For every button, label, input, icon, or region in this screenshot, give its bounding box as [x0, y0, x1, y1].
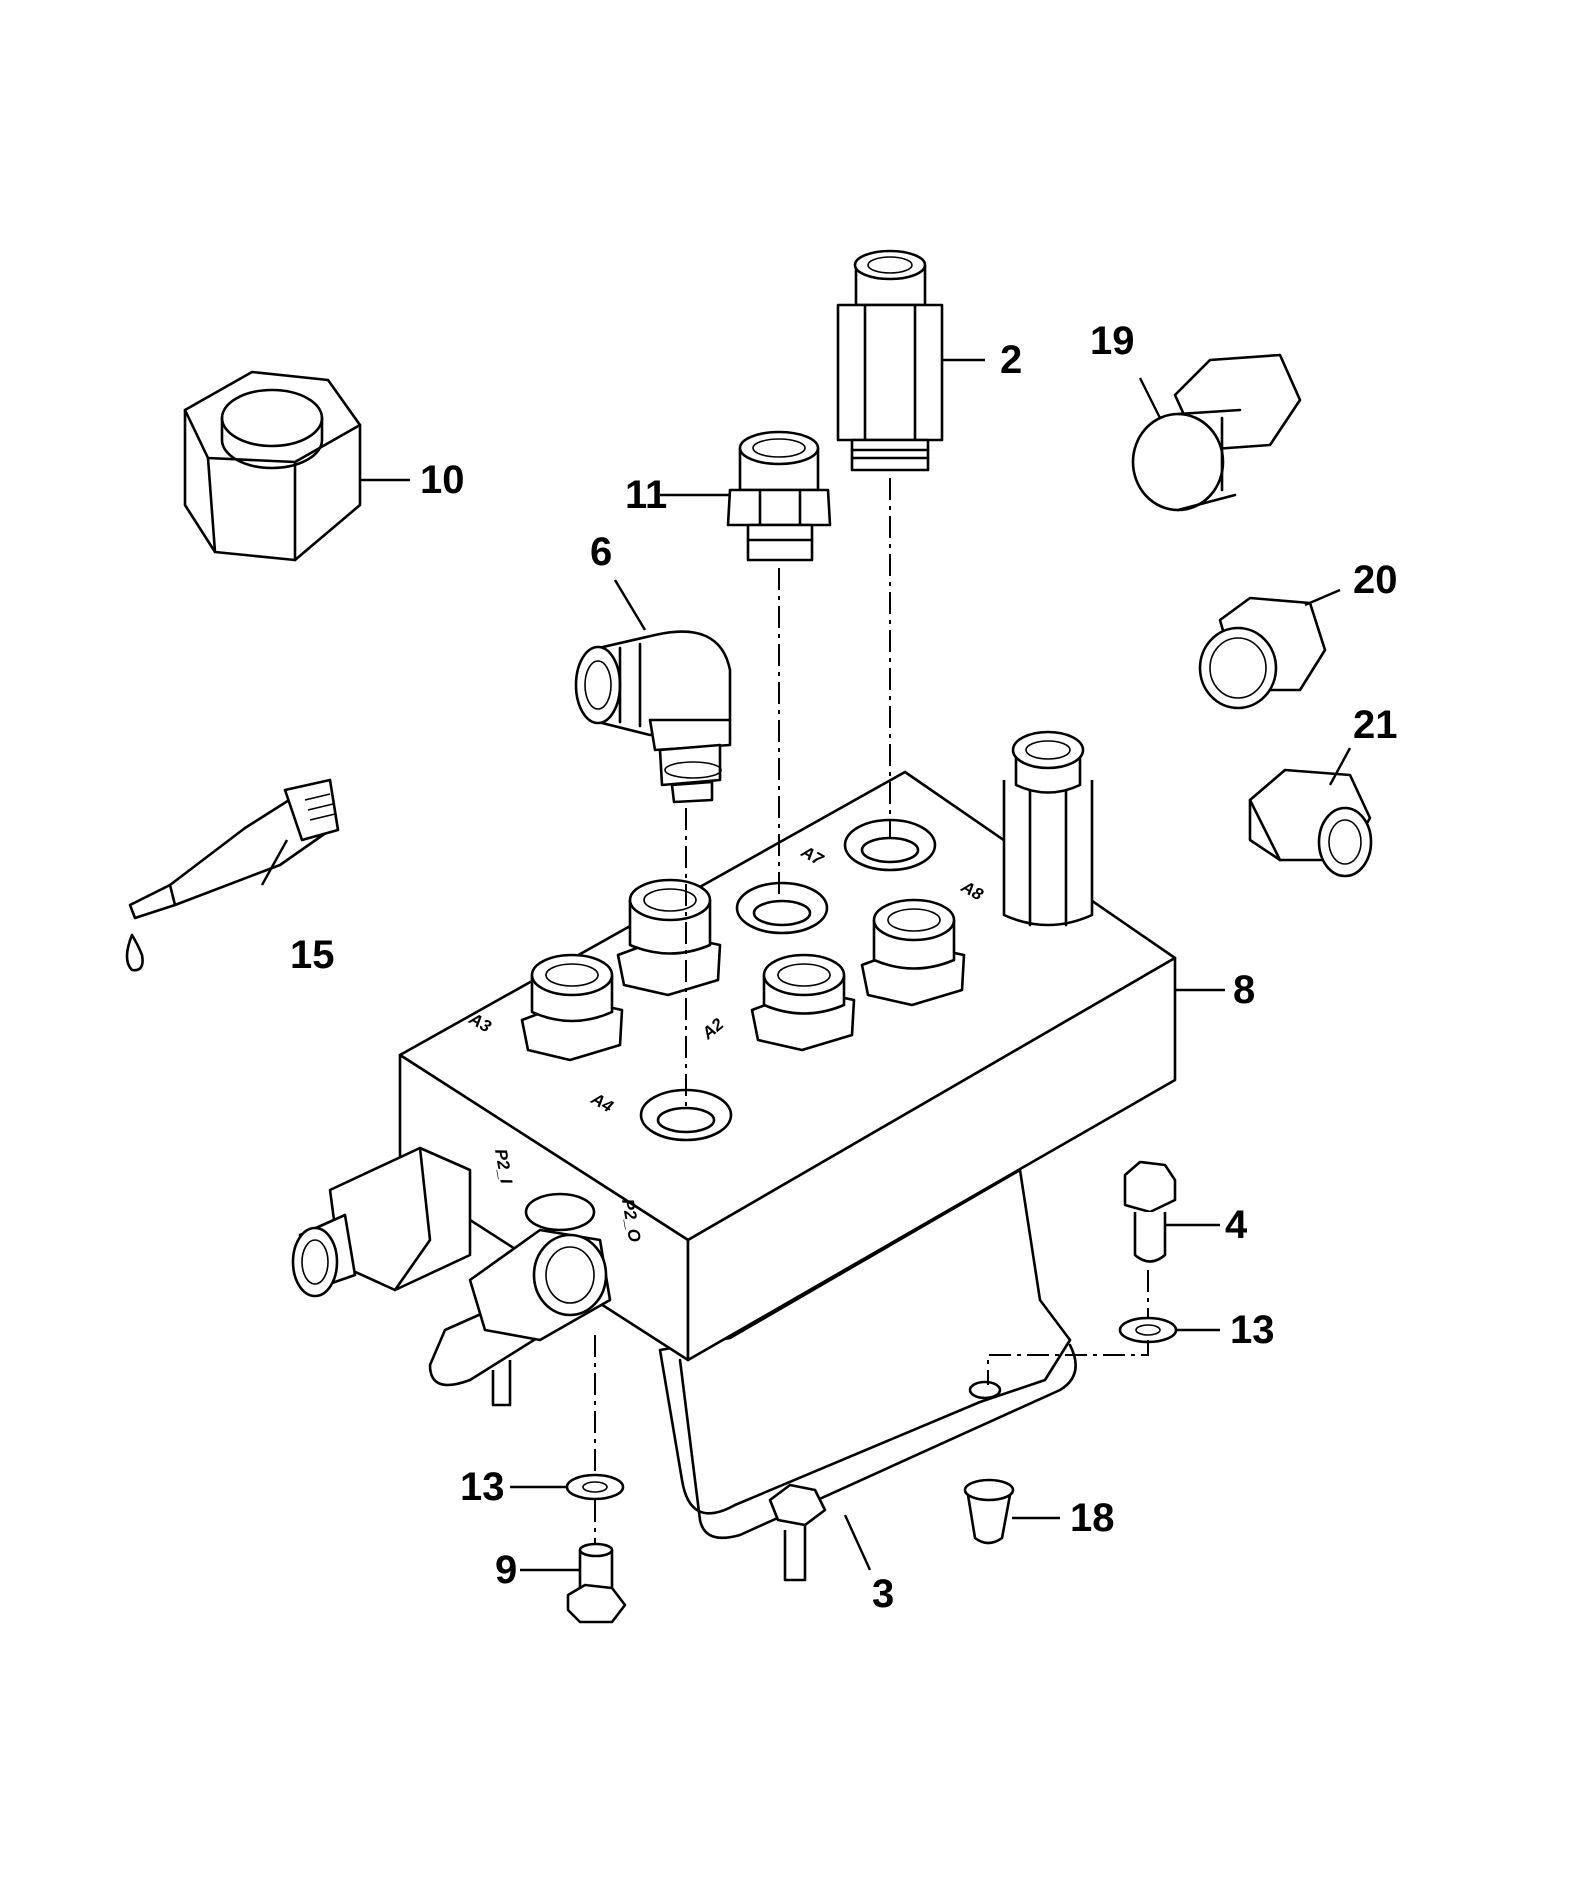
callout-8: 8 — [1233, 968, 1255, 1012]
installed-fitting-center — [750, 953, 856, 1052]
callout-2: 2 — [1000, 338, 1022, 382]
installed-fitting-p2-o — [468, 1192, 612, 1342]
callout-13-left: 13 — [460, 1465, 505, 1509]
part-4-bolt — [1123, 1160, 1177, 1263]
callout-15: 15 — [290, 933, 335, 977]
part-18-insert — [963, 1478, 1015, 1545]
callout-9: 9 — [495, 1548, 517, 1592]
callout-4: 4 — [1225, 1203, 1248, 1247]
part-20-plug — [1198, 596, 1327, 710]
part-3-bracket — [428, 1168, 1077, 1582]
part-6-elbow-fitting — [574, 630, 732, 804]
installed-fitting-a8 — [860, 898, 966, 1007]
callout-10: 10 — [420, 458, 465, 502]
part-13-washer-left — [565, 1473, 625, 1501]
part-21-nut — [1248, 768, 1373, 878]
installed-fitting-a2 — [616, 878, 722, 997]
callout-20: 20 — [1353, 558, 1398, 602]
assembly-centerlines — [594, 478, 1149, 1545]
part-13-washer-right — [1118, 1316, 1178, 1344]
part-19-plug — [1131, 353, 1302, 512]
part-2-check-valve — [836, 249, 944, 472]
callout-19: 19 — [1090, 319, 1135, 363]
part-9-bolt — [566, 1542, 627, 1624]
callout-18: 18 — [1070, 1496, 1115, 1540]
leader-lines — [260, 358, 1352, 1572]
callout-6: 6 — [590, 530, 612, 574]
callout-21: 21 — [1353, 703, 1398, 747]
callout-3: 3 — [872, 1572, 894, 1616]
part-10-hex-cap — [183, 370, 362, 562]
part-11-straight-fitting — [726, 430, 832, 562]
callout-11: 11 — [625, 473, 667, 517]
part-15-sealant-tube — [125, 778, 340, 972]
installed-fitting-p2-i — [291, 1146, 472, 1298]
callouts: 2 3 4 6 8 9 10 11 13 13 15 18 19 20 21 — [290, 319, 1398, 1616]
callout-13-right: 13 — [1230, 1308, 1275, 1352]
installed-check-valve — [1002, 730, 1094, 927]
installed-fitting-a3 — [520, 953, 624, 1062]
